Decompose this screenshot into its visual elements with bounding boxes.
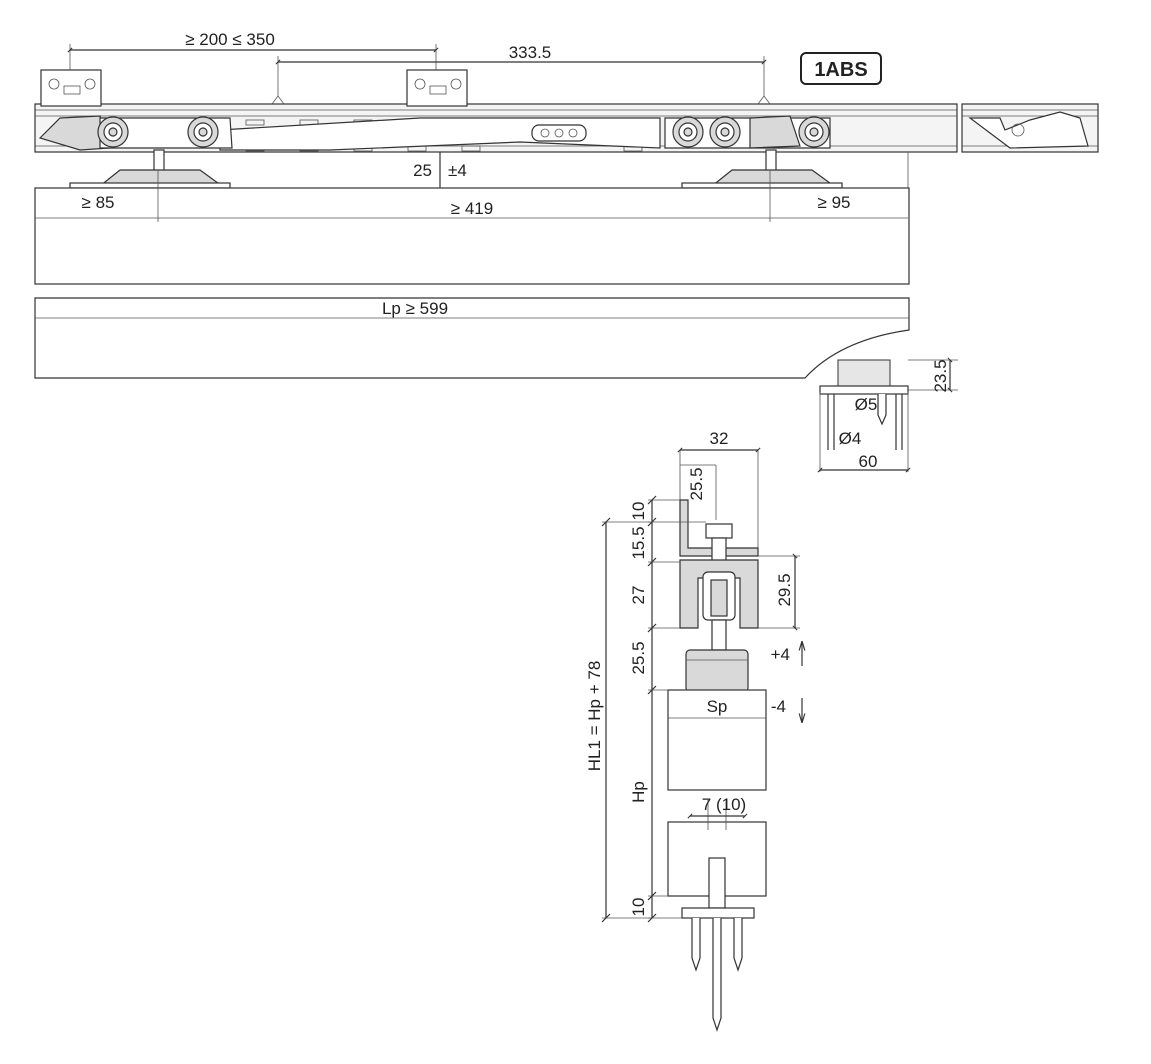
rail-assembly [34, 69, 1099, 189]
dim-section-10-bottom: 10 [629, 898, 648, 917]
dim-section-hp: Hp [629, 781, 648, 803]
dim-section-15-5: 15.5 [629, 526, 648, 559]
badge-label: 1ABS [814, 59, 867, 81]
model-badge: 1ABS [800, 52, 882, 85]
door-panel-upper: ≥ 85 ≥ 419 ≥ 95 [34, 170, 910, 285]
dim-section-plus4: +4 [771, 645, 790, 664]
dim-side-dia5: Ø5 [855, 395, 878, 414]
dim-section-10-top: 10 [629, 502, 648, 521]
dim-section-27: 27 [629, 586, 648, 605]
dim-gap-tolerance: ±4 [448, 161, 467, 180]
dim-side-dia4: Ø4 [839, 429, 862, 448]
dim-right-edge: ≥ 95 [818, 193, 851, 212]
dim-side-height: 23.5 [931, 359, 950, 392]
cross-section: 32 25.5 Sp 7 (10) [585, 429, 802, 1032]
dim-gap: 25 [413, 161, 432, 180]
dim-section-25-5-mid: 25.5 [629, 641, 648, 674]
dim-top-spacing: ≥ 200 ≤ 350 [185, 30, 275, 49]
dim-section-hl1: HL1 = Hp + 78 [585, 661, 604, 772]
side-detail: 23.5 Ø5 Ø4 60 [817, 357, 958, 473]
dim-left-edge: ≥ 85 [82, 193, 115, 212]
dim-section-sp: Sp [707, 697, 728, 716]
dim-panel-length: Lp ≥ 599 [382, 299, 448, 318]
dim-section-25-5-top: 25.5 [687, 467, 706, 500]
door-panel-lower: Lp ≥ 599 [34, 297, 910, 379]
dim-section-29-5: 29.5 [775, 573, 794, 606]
gap-dimension: 25 ±4 [413, 152, 909, 188]
dim-center: ≥ 419 [451, 199, 493, 218]
dim-top-width: 333.5 [509, 43, 552, 62]
dim-side-width: 60 [859, 452, 878, 471]
dim-section-7-10: 7 (10) [702, 795, 746, 814]
top-dimensions: ≥ 200 ≤ 350 333.5 [67, 30, 767, 96]
dim-section-width: 32 [710, 429, 729, 448]
dim-section-minus4: -4 [771, 697, 786, 716]
